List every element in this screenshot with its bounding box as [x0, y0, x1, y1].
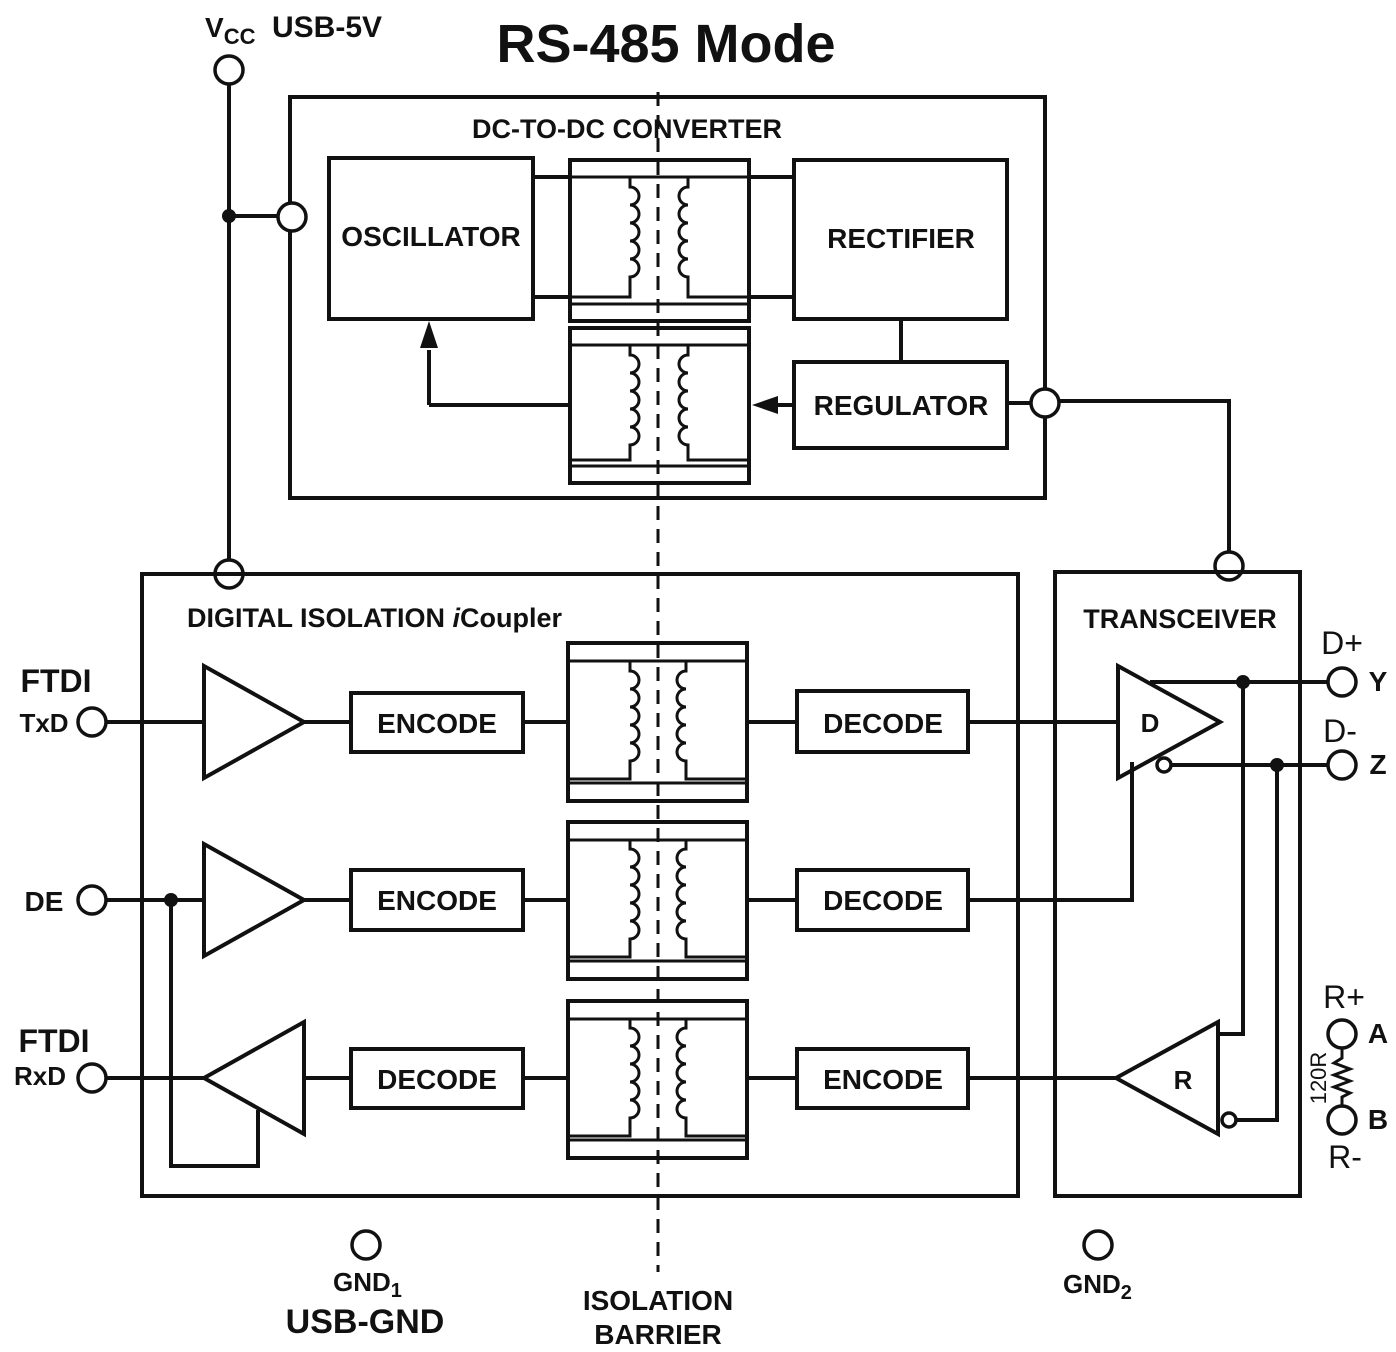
de-pin[interactable] — [76, 884, 108, 916]
oscillator-block — [327, 156, 535, 321]
svg-text:DECODE: DECODE — [823, 708, 943, 739]
ftdi-tx-label: FTDI — [20, 663, 91, 699]
isolation-channel-1: ENCODE DECODE — [106, 641, 970, 803]
svg-text:DECODE: DECODE — [377, 1064, 497, 1095]
r-minus-label: R- — [1328, 1139, 1362, 1175]
resistor-label: 120R — [1306, 1052, 1331, 1105]
gnd2-pin[interactable] — [1082, 1229, 1114, 1261]
tx-input-buffer — [202, 662, 309, 782]
de-label: DE — [25, 886, 64, 917]
d-minus-label: D- — [1323, 713, 1357, 749]
svg-text:ENCODE: ENCODE — [377, 885, 497, 916]
de-enable-loop — [169, 900, 260, 1168]
y-pin[interactable] — [1326, 666, 1358, 698]
z-pin[interactable] — [1326, 749, 1358, 781]
txd-label: TxD — [19, 708, 68, 738]
feedback-arrow-up — [420, 321, 438, 348]
isolation-channel-2: ENCODE DECODE — [106, 820, 970, 981]
transceiver-box — [1053, 570, 1302, 1198]
barrier-label-line1: ISOLATION — [583, 1285, 733, 1316]
d-plus-label: D+ — [1321, 625, 1363, 661]
driver-inverted-output — [1155, 756, 1173, 774]
vcc-name: USB-5V — [272, 11, 382, 44]
driver-label: D — [1141, 708, 1160, 738]
gnd1-pin[interactable] — [350, 1229, 382, 1261]
ch3-right-block — [795, 1047, 970, 1110]
b-pin[interactable] — [1326, 1104, 1358, 1136]
rx-output-buffer — [199, 1018, 306, 1138]
vcc-sub: CC — [224, 24, 256, 49]
vcc-pin[interactable] — [213, 54, 245, 86]
vcc-label: VCC USB-5V — [205, 11, 382, 49]
ftdi-rx-label: FTDI — [18, 1023, 89, 1059]
digital-isolation-box — [140, 572, 1020, 1198]
diagram-title: RS-485 Mode — [496, 14, 835, 74]
regulator-label: REGULATOR — [814, 390, 989, 421]
isolation-channel-3: DECODE ENCODE — [106, 999, 970, 1160]
svg-text:VCC: VCC — [205, 12, 256, 49]
gnd1-label: GND1 — [333, 1267, 402, 1302]
dcdc-converter-box — [288, 95, 1047, 500]
ch1-right-block — [795, 689, 970, 754]
y-label: Y — [1369, 666, 1388, 697]
isolation-title: DIGITAL ISOLATION iCoupler — [187, 603, 563, 633]
gnd2-label: GND2 — [1063, 1269, 1132, 1304]
driver-triangle — [1116, 662, 1225, 782]
ch3-left-block — [349, 1047, 525, 1110]
dcdc-title: DC-TO-DC CONVERTER — [472, 114, 782, 144]
rxd-label: RxD — [14, 1061, 66, 1091]
r-plus-label: R+ — [1323, 979, 1365, 1015]
b-label: B — [1368, 1104, 1388, 1135]
dcdc-input-pin — [276, 201, 308, 233]
a-label: A — [1368, 1018, 1388, 1049]
power-transformer — [533, 158, 794, 323]
rxd-pin[interactable] — [76, 1062, 108, 1094]
transceiver-vcc-pin — [1213, 550, 1245, 582]
oscillator-label: OSCILLATOR — [341, 221, 520, 252]
svg-text:ENCODE: ENCODE — [823, 1064, 943, 1095]
svg-text:DECODE: DECODE — [823, 885, 943, 916]
a-pin[interactable] — [1326, 1018, 1358, 1050]
vcc-main: V — [205, 12, 224, 43]
feedback-arrow-left — [752, 396, 778, 414]
dcdc-output-pin — [1029, 387, 1061, 419]
receiver-inverted-input — [1220, 1111, 1238, 1129]
txd-pin[interactable] — [76, 706, 108, 738]
rectifier-label: RECTIFIER — [827, 223, 975, 254]
rectifier-block — [792, 158, 1009, 321]
ch2-left-block — [349, 868, 525, 932]
gnd1-name: USB-GND — [286, 1303, 445, 1341]
z-label: Z — [1369, 749, 1386, 780]
de-input-buffer — [202, 840, 309, 960]
svg-text:ENCODE: ENCODE — [377, 708, 497, 739]
barrier-label-line2: BARRIER — [594, 1319, 722, 1350]
receiver-triangle — [1111, 1018, 1220, 1138]
receiver-label: R — [1174, 1065, 1193, 1095]
transceiver-title: TRANSCEIVER — [1083, 604, 1277, 634]
termination-resistor — [1329, 1048, 1355, 1106]
